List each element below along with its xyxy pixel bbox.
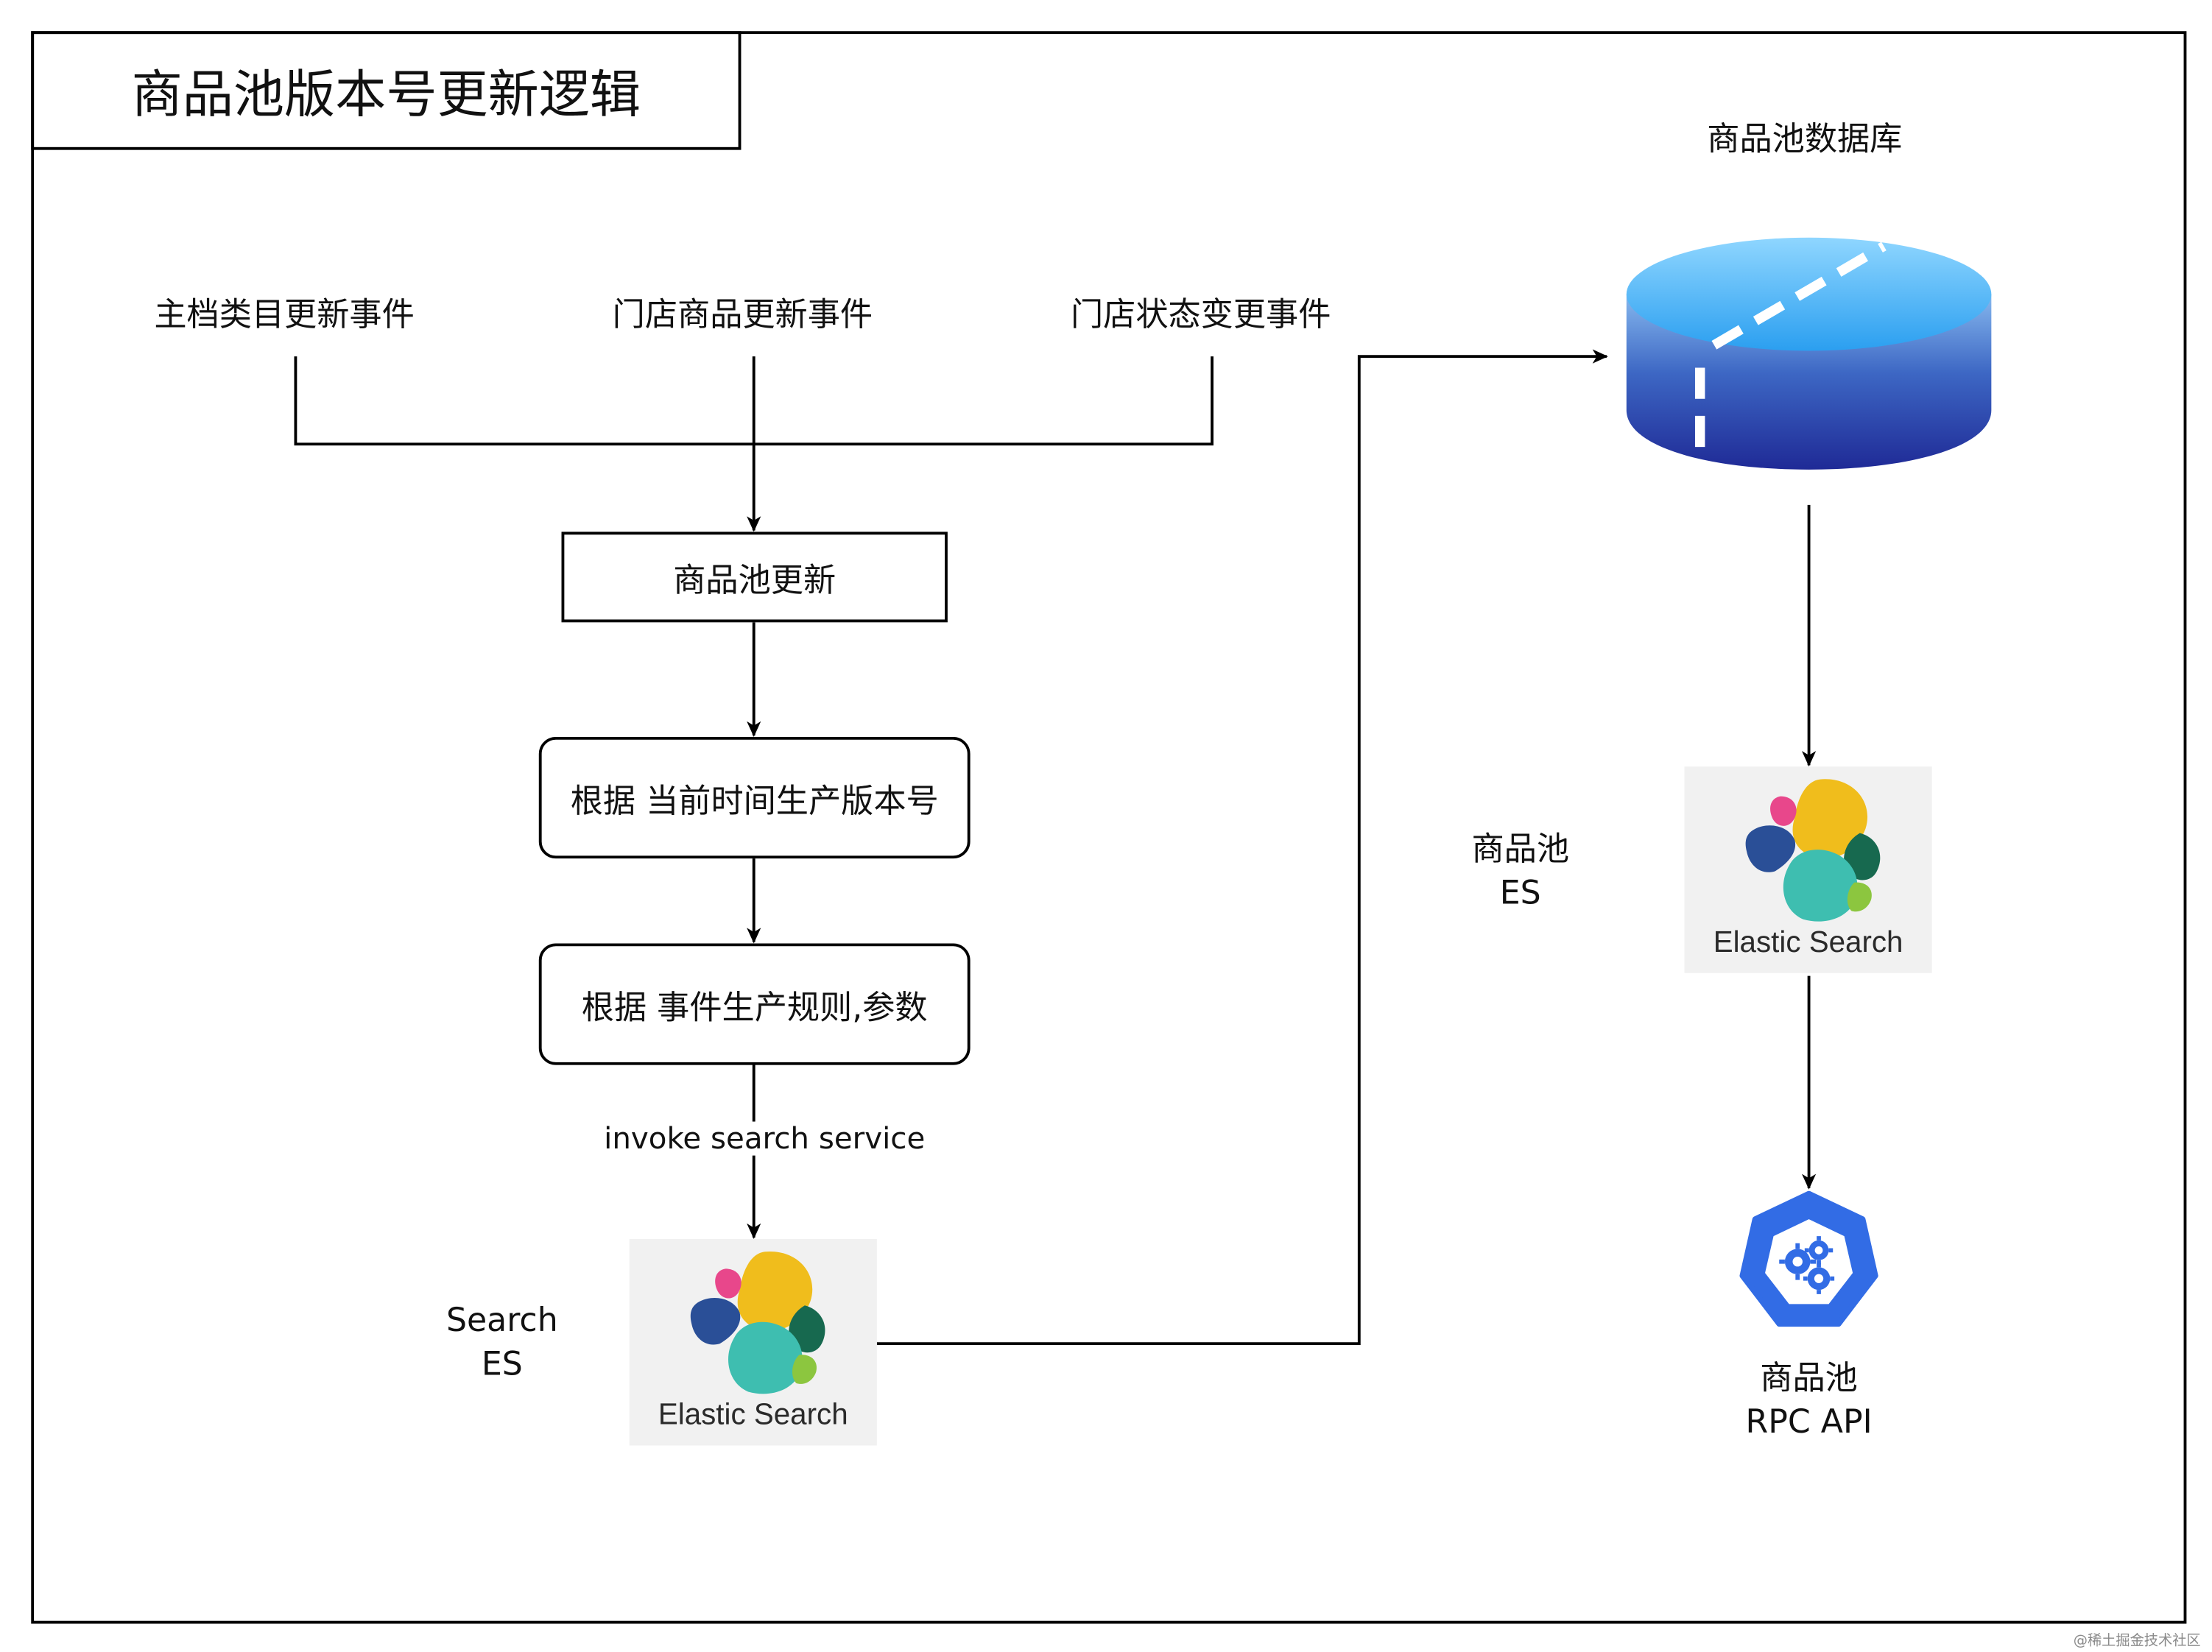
database-icon (1626, 237, 1992, 470)
search-es-line1: Search (445, 1302, 558, 1340)
step-pool-update: 商品池更新 (561, 532, 948, 623)
edge-label-invoke: invoke search service (601, 1121, 929, 1156)
kubernetes-service-icon (1739, 1190, 1878, 1327)
event-store-product-update: 门店商品更新事件 (612, 297, 873, 334)
elastic-logo-icon (1745, 779, 1881, 922)
search-es-line2: ES (481, 1346, 523, 1383)
rpc-api-line2: RPC API (1745, 1404, 1873, 1441)
watermark: @稀土掘金技术社区 (2073, 1633, 2201, 1650)
database-label: 商品池数据库 (1707, 121, 1903, 159)
pool-es-line2: ES (1499, 875, 1541, 913)
pool-es-logo-text: Elastic Search (1713, 926, 1903, 959)
pool-es-logo: Elastic Search (1684, 766, 1932, 973)
event-store-status-change: 门店状态变更事件 (1070, 297, 1331, 334)
search-es-logo: Elastic Search (629, 1238, 877, 1446)
elastic-logo-icon (690, 1251, 825, 1394)
edge-search-es-to-db (876, 349, 1608, 1346)
rpc-api-label: 商品池 RPC API (1707, 1358, 1911, 1445)
outer-frame (31, 31, 2187, 1624)
search-es-label: Search ES (424, 1300, 580, 1388)
rpc-api-line1: 商品池 (1760, 1360, 1858, 1398)
diagram-title: 商品池版本号更新逻辑 (31, 31, 742, 150)
step-generate-rules: 根据 事件生产规则,参数 (538, 943, 971, 1065)
step-generate-version: 根据 当前时间生产版本号 (538, 736, 971, 859)
event-category-update: 主档类目更新事件 (154, 297, 415, 334)
search-es-logo-text: Elastic Search (658, 1399, 848, 1432)
pool-es-label: 商品池 ES (1450, 829, 1591, 917)
pool-es-line1: 商品池 (1471, 831, 1570, 869)
